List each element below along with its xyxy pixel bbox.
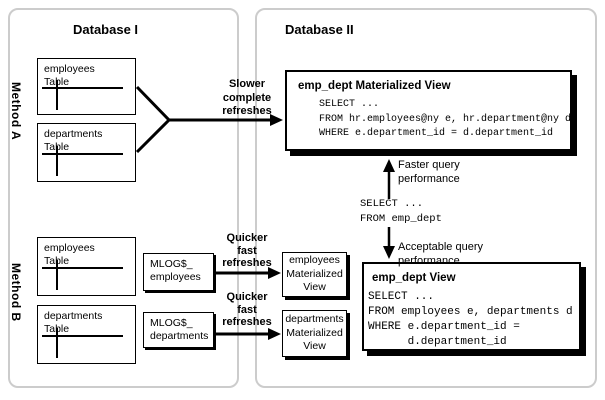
database2-container [255,8,597,388]
table-grid-icon [42,267,123,269]
departments-materialized-view-box: departments Materialized View [282,310,347,357]
slower-complete-refreshes-label: Slower complete refreshes [222,78,272,117]
method-a-departments-table: departments Table [37,123,136,182]
emp-dept-materialized-view-code: SELECT ... FROM hr.employees@ny e, hr.de… [319,99,572,139]
table-grid-icon [42,335,123,337]
method-a-employees-table-label: employees Table [44,63,95,88]
table-grid-icon [42,153,123,155]
departments-materialized-view-label: departments Materialized View [285,313,344,353]
method-b-departments-table: departments Table [37,305,136,364]
table-grid-icon [56,80,58,110]
mlog-departments-box: MLOG$_ departments [143,312,214,348]
employees-materialized-view-box: employees Materialized View [282,252,347,297]
method-b-label: Method B [9,263,23,322]
emp-dept-materialized-view-box: emp_dept Materialized View SELECT ... FR… [285,70,572,151]
method-a-employees-table: employees Table [37,58,136,115]
emp-dept-view-code: SELECT ... FROM employees e, departments… [368,291,573,348]
mlog-employees-box: MLOG$_ employees [143,253,214,291]
emp-dept-view-title: emp_dept View [372,272,456,284]
quicker-fast-refreshes-label-bottom: Quicker fast refreshes [222,291,272,328]
database1-title: Database I [73,22,139,37]
mlog-departments-label: MLOG$_ departments [150,317,209,342]
acceptable-query-performance-label: Acceptable query performance [398,241,483,267]
table-grid-icon [56,260,58,290]
table-grid-icon [56,328,58,358]
quicker-fast-refreshes-label-top: Quicker fast refreshes [222,232,272,269]
emp-dept-materialized-view-title: emp_dept Materialized View [298,80,451,92]
method-a-departments-table-label: departments Table [44,128,103,153]
method-b-employees-table: employees Table [37,237,136,296]
method-a-label: Method A [9,82,23,141]
table-grid-icon [56,146,58,176]
faster-query-performance-label: Faster query performance [398,159,460,185]
method-b-departments-table-label: departments Table [44,310,103,335]
emp-dept-view-box: emp_dept View SELECT ... FROM employees … [362,262,581,351]
mlog-employees-label: MLOG$_ employees [150,258,201,283]
mid-query-code: SELECT ... FROM emp_dept [360,198,442,225]
table-grid-icon [42,87,123,89]
employees-materialized-view-label: employees Materialized View [286,254,343,294]
database2-title: Database II [285,22,354,37]
method-b-employees-table-label: employees Table [44,242,95,267]
database1-container [8,8,239,388]
